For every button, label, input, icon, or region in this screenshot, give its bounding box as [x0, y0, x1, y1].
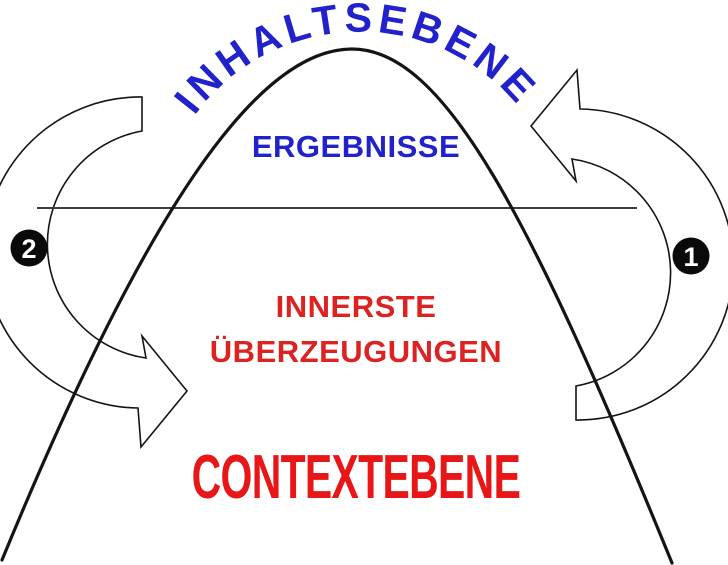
bell-curve [0, 47, 674, 565]
step-2-badge: 2 [10, 229, 48, 267]
context-level-text: CONTEXTEBENE [191, 443, 521, 512]
inner-convictions-label: INNERSTE ÜBERZEUGUNGEN [0, 284, 712, 374]
inner-convictions-line1: INNERSTE [275, 289, 437, 324]
step-1-badge-number: 1 [683, 242, 698, 272]
step-1-badge: 1 [672, 237, 710, 275]
step-2-badge-number: 2 [21, 234, 36, 264]
content-level-arched-title: INHALTSEBENE [165, 0, 547, 121]
right-cycle-arrow-icon [529, 67, 728, 421]
results-label: ERGEBNISSE [251, 129, 461, 164]
context-level-label: CONTEXTEBENE [0, 442, 712, 513]
inner-convictions-line2: ÜBERZEUGUNGEN [209, 334, 503, 369]
left-cycle-arrow-icon [0, 96, 189, 450]
